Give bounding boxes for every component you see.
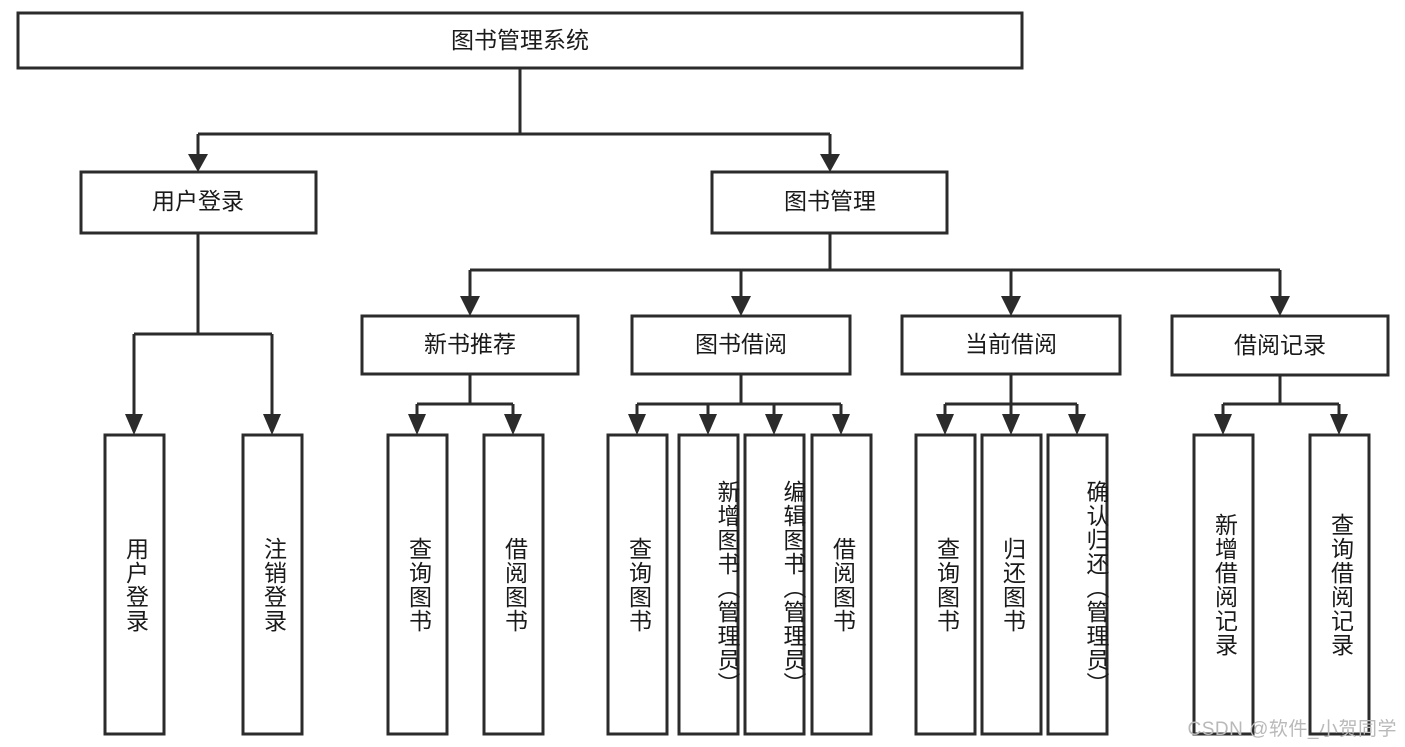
node-book-borrow[interactable]: 图书借阅: [630, 314, 852, 376]
arrow-new-book-leaf2-icon: [504, 414, 522, 435]
leaf-box-current-borrow-2[interactable]: [980, 433, 1043, 736]
arrow-to-current-borrow-icon: [1001, 296, 1021, 316]
arrow-current-borrow-leaf2-icon: [1002, 414, 1020, 435]
arrow-book-borrow-leaf2-icon: [699, 414, 717, 435]
node-root-box[interactable]: [16, 11, 1024, 70]
connectors-book-mgmt-to-level3: [460, 233, 1290, 316]
arrow-current-borrow-leaf3-icon: [1068, 414, 1086, 435]
arrow-to-book-borrow-icon: [731, 296, 751, 316]
leaf-boxes-book-borrow: [606, 433, 873, 736]
arrow-book-borrow-leaf4-icon: [832, 414, 850, 435]
connectors-current-borrow-to-leaves: [936, 374, 1086, 435]
node-user-login-label: 用户登录: [152, 188, 244, 214]
arrow-current-borrow-leaf1-icon: [936, 414, 954, 435]
leaf-box-book-borrow-1[interactable]: [606, 433, 669, 736]
arrow-user-login-leaf2-icon: [263, 414, 281, 435]
leaf-boxes-borrow-record: [1192, 433, 1371, 736]
connectors-root-to-level2: [188, 68, 840, 172]
node-current-borrow-box[interactable]: [900, 314, 1122, 376]
leaf-box-new-book-1[interactable]: [386, 433, 449, 736]
node-borrow-record[interactable]: 借阅记录: [1170, 314, 1390, 377]
node-current-borrow[interactable]: 当前借阅: [900, 314, 1122, 376]
leaf-box-borrow-record-2[interactable]: [1308, 433, 1371, 736]
arrow-root-to-book-mgmt-icon: [820, 154, 840, 172]
node-current-borrow-label: 当前借阅: [965, 331, 1057, 357]
node-borrow-record-box[interactable]: [1170, 314, 1390, 377]
leaf-boxes-user-login: [103, 433, 304, 736]
node-user-login[interactable]: 用户登录: [79, 170, 318, 235]
arrow-to-new-book-icon: [460, 296, 480, 316]
leaf-box-new-book-2[interactable]: [482, 433, 545, 736]
node-book-management[interactable]: 图书管理: [710, 170, 949, 235]
node-new-book-recommend-box[interactable]: [360, 314, 580, 376]
leaf-box-current-borrow-3[interactable]: [1046, 433, 1109, 736]
node-new-book-recommend[interactable]: 新书推荐: [360, 314, 580, 376]
node-root-label: 图书管理系统: [451, 27, 589, 53]
leaf-box-user-login-1[interactable]: [103, 433, 166, 736]
leaf-boxes-current-borrow: [914, 433, 1109, 736]
csdn-watermark: CSDN @软件_小贺同学: [1187, 719, 1397, 740]
arrow-book-borrow-leaf3-icon: [765, 414, 783, 435]
leaf-box-book-borrow-2[interactable]: [677, 433, 740, 736]
leaf-box-user-login-2[interactable]: [241, 433, 304, 736]
node-book-borrow-label: 图书借阅: [695, 331, 787, 357]
connectors-borrow-record-to-leaves: [1214, 375, 1348, 435]
node-new-book-recommend-label: 新书推荐: [424, 331, 516, 357]
leaf-box-borrow-record-1[interactable]: [1192, 433, 1255, 736]
connectors-new-book-to-leaves: [408, 374, 522, 435]
arrow-new-book-leaf1-icon: [408, 414, 426, 435]
node-book-management-label: 图书管理: [784, 188, 876, 214]
arrow-borrow-record-leaf2-icon: [1330, 414, 1348, 435]
arrow-borrow-record-leaf1-icon: [1214, 414, 1232, 435]
leaf-boxes-new-book-recommend: [386, 433, 545, 736]
leaf-box-current-borrow-1[interactable]: [914, 433, 977, 736]
node-book-borrow-box[interactable]: [630, 314, 852, 376]
arrow-book-borrow-leaf1-icon: [628, 414, 646, 435]
leaf-box-book-borrow-3[interactable]: [743, 433, 806, 736]
arrow-root-to-user-login-icon: [188, 154, 208, 172]
connectors-user-login-to-leaves: [125, 233, 281, 435]
node-root[interactable]: 图书管理系统: [16, 11, 1024, 70]
leaf-box-book-borrow-4[interactable]: [810, 433, 873, 736]
node-book-management-box[interactable]: [710, 170, 949, 235]
node-user-login-box[interactable]: [79, 170, 318, 235]
arrow-to-borrow-record-icon: [1270, 296, 1290, 316]
connectors-book-borrow-to-leaves: [628, 374, 850, 435]
arrow-user-login-leaf1-icon: [125, 414, 143, 435]
node-borrow-record-label: 借阅记录: [1234, 332, 1326, 358]
